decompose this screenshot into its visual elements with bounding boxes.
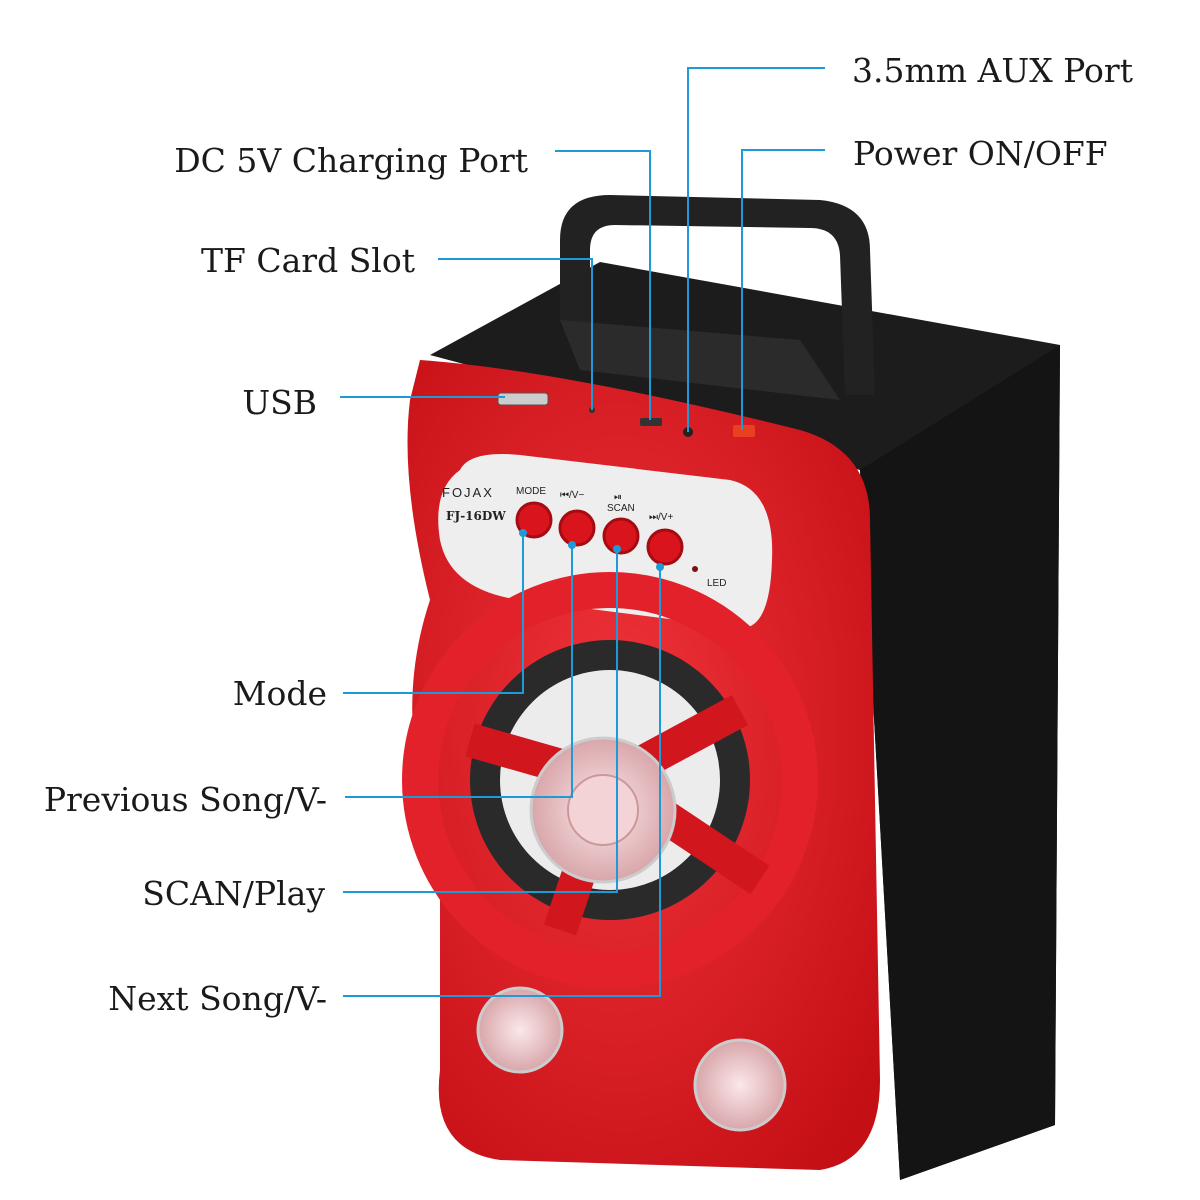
- usb-port: [497, 392, 549, 406]
- panel-buttons: [515, 501, 684, 566]
- prev-button[interactable]: [558, 509, 596, 547]
- label-power: Power ON/OFF: [853, 134, 1108, 173]
- power-switch: [733, 425, 755, 437]
- carry-handle: [560, 195, 875, 395]
- led-label: LED: [707, 578, 726, 589]
- label-dc-charging-port: DC 5V Charging Port: [174, 141, 528, 180]
- dc-port: [640, 418, 662, 426]
- label-previous-song: Previous Song/V-: [44, 780, 327, 819]
- brand-logo: FOJAX: [442, 485, 494, 500]
- leader-lines: [340, 67, 825, 997]
- tweeter-left: [476, 986, 564, 1074]
- label-aux-port: 3.5mm AUX Port: [852, 51, 1133, 90]
- label-mode: Mode: [233, 674, 327, 713]
- next-button-label: ⏭/V+: [649, 512, 673, 523]
- label-next-song: Next Song/V-: [108, 979, 327, 1018]
- scan-button[interactable]: [602, 517, 640, 555]
- label-tf-card-slot: TF Card Slot: [201, 241, 415, 280]
- tweeter-right: [693, 1038, 787, 1132]
- mode-button[interactable]: [515, 501, 553, 539]
- next-button[interactable]: [646, 528, 684, 566]
- play-pause-icon: ⏯: [614, 492, 622, 503]
- prev-button-label: ⏮/V−: [560, 490, 584, 501]
- led-indicator: [692, 566, 698, 572]
- label-usb: USB: [242, 383, 317, 422]
- model-number: FJ-16DW: [446, 509, 506, 523]
- mode-button-label: MODE: [516, 486, 546, 497]
- label-scan-play: SCAN/Play: [142, 874, 325, 913]
- speaker-ring: [402, 572, 818, 988]
- scan-button-label: SCAN: [607, 503, 635, 514]
